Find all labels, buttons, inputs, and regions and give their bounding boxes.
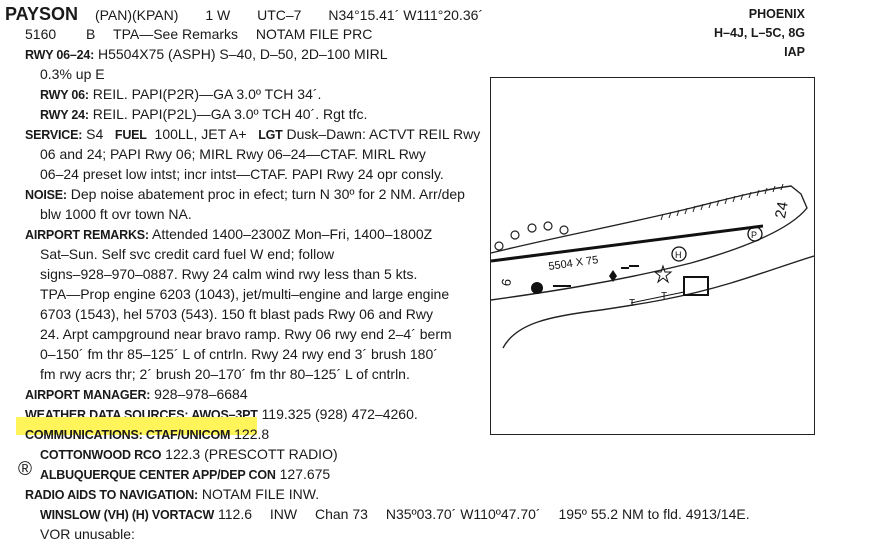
airport-coords: N34°15.41´ W111°20.36´	[328, 7, 484, 23]
remarks-line-2: Sat–Sun. Self svc credit card fuel W end…	[40, 246, 335, 262]
terminal-building	[683, 276, 709, 296]
navaids-line: RADIO AIDS TO NAVIGATION: NOTAM FILE INW…	[25, 484, 319, 505]
comms-label: COMMUNICATIONS: CTAF/UNICOM	[25, 428, 231, 442]
papi-p-label: P	[751, 230, 757, 240]
vor-freq: 112.6	[218, 506, 252, 522]
runway-dims: 5504 X 75	[548, 254, 599, 273]
rwy06-text: REIL. PAPI(P2R)—GA 3.0º TCH 34´.	[92, 86, 322, 102]
chart-refs: H–4J, L–5C, 8G	[713, 26, 805, 40]
vor-line: WINSLOW (VH) (H) VORTACW 112.6 INW Chan …	[40, 504, 750, 525]
airport-name: PAYSON	[5, 4, 79, 24]
iap-label: IAP	[784, 45, 805, 59]
remarks-label: AIRPORT REMARKS:	[25, 228, 149, 242]
rwy06-label: RWY 06:	[40, 88, 89, 102]
notam-file: NOTAM FILE PRC	[255, 26, 373, 42]
field-elevation: 5160	[25, 26, 57, 42]
end-24-label: 24	[772, 200, 792, 219]
airport-diagram: 6 24 P 5504 X 75 H T T	[490, 77, 815, 435]
navaids-label: RADIO AIDS TO NAVIGATION:	[25, 488, 199, 502]
region-label: PHOENIX	[748, 7, 805, 21]
remarks-line-5: 6703 (1543), hel 5703 (543). 150 ft blas…	[40, 306, 434, 322]
airport-diagram-svg: 6 24 P 5504 X 75 H T T	[490, 183, 815, 349]
papi-24-icon	[747, 226, 763, 242]
terrain-hatch	[660, 183, 784, 221]
vor-unusable: VOR unusable:	[40, 526, 135, 542]
service-line-3: 06–24 preset low intst; incr intst—CTAF.…	[40, 166, 444, 182]
remarks-line-7: 0–150´ fm thr 85–125´ L of cntrln. Rwy 2…	[40, 346, 438, 362]
utc-offset: UTC–7	[257, 7, 302, 23]
heliport-label: H	[675, 250, 682, 260]
vor-bearing: 195º 55.2 NM to fld. 4913/14E.	[558, 506, 750, 522]
beacon-icon	[609, 270, 617, 282]
header-line-2: 5160 B TPA—See Remarks NOTAM FILE PRC	[25, 24, 372, 44]
vor-id: INW	[269, 506, 298, 522]
vor-label: WINSLOW (VH) (H) VORTACW	[40, 508, 215, 522]
service-line-2: 06 and 24; PAPI Rwy 06; MIRL Rwy 06–24—C…	[40, 146, 426, 162]
registered-icon: ®	[18, 459, 32, 480]
terrain-lower	[502, 255, 815, 349]
tree-icons	[494, 221, 569, 251]
runway-label: RWY 06–24:	[25, 48, 95, 62]
heliport-icon	[671, 246, 687, 262]
rwy24-label: RWY 24:	[40, 108, 89, 122]
manager-label: AIRPORT MANAGER:	[25, 388, 151, 402]
lgt-text: Dusk–Dawn: ACTVT REIL Rwy	[286, 126, 481, 142]
remarks-line-6: 24. Arpt campground near bravo ramp. Rwy…	[40, 326, 452, 342]
terrain-outline	[490, 185, 808, 301]
service-line: SERVICE: S4 FUEL 100LL, JET A+ LGT Dusk–…	[25, 124, 480, 145]
center-label: ALBUQUERQUE CENTER APP/DEP CON	[40, 468, 276, 482]
fuel-value: 100LL, JET A+	[154, 126, 247, 142]
noise-line-2: blw 1000 ft ovr town NA.	[40, 206, 192, 222]
end-6-label: 6	[498, 277, 514, 287]
rwy06-line: RWY 06: REIL. PAPI(P2R)—GA 3.0º TCH 34´.	[40, 84, 321, 105]
remarks-line-3: signs–928–970–0887. Rwy 24 calm wind rwy…	[40, 266, 418, 282]
center-freq: 127.675	[279, 466, 331, 482]
highlight-mark	[16, 417, 257, 435]
noise-label: NOISE:	[25, 188, 67, 202]
service-label: SERVICE:	[25, 128, 83, 142]
remarks-line-4: TPA—Prop engine 6203 (1043), jet/multi–e…	[40, 286, 450, 302]
remarks-line-8: fm rwy acrs thr; 2´ brush 20–170´ fm thr…	[40, 366, 410, 382]
vor-chan: Chan 73	[315, 506, 368, 522]
rwy24-line: RWY 24: REIL. PAPI(P2L)—GA 3.0º TCH 40´.…	[40, 104, 367, 125]
taxiway	[630, 291, 685, 304]
comms-line: COMMUNICATIONS: CTAF/UNICOM 122.8	[25, 424, 269, 445]
navaids-value: NOTAM FILE INW.	[201, 486, 320, 502]
star-icon	[653, 264, 673, 284]
taxi-label-1: T	[629, 298, 635, 309]
comms-freq: 122.8	[234, 426, 270, 442]
fuel-label: FUEL	[114, 128, 147, 142]
noise-line: NOISE: Dep noise abatement proc in efect…	[25, 184, 465, 205]
weather-value: 119.325 (928) 472–4260.	[261, 406, 418, 422]
runway-lights	[553, 265, 639, 287]
runway-06-24	[490, 224, 764, 263]
runway-line: RWY 06–24: H5504X75 (ASPH) S–40, D–50, 2…	[25, 44, 388, 65]
vor-coords: N35º03.70´ W110º47.70´	[385, 506, 541, 522]
taxi-label-2: T	[661, 291, 667, 302]
manager-line: AIRPORT MANAGER: 928–978–6684	[25, 384, 248, 405]
rco-line: COTTONWOOD RCO 122.3 (PRESCOTT RADIO)	[40, 444, 338, 465]
remarks-text: Attended 1400–2300Z Mon–Fri, 1400–1800Z	[152, 226, 433, 242]
rco-label: COTTONWOOD RCO	[40, 448, 162, 462]
airport-ident: (PAN)(KPAN)	[94, 7, 179, 23]
tpa-note: TPA—See Remarks	[113, 26, 239, 42]
distance: 1 W	[205, 7, 231, 23]
lgt-label: LGT	[258, 128, 283, 142]
manager-phone: 928–978–6684	[154, 386, 248, 402]
beacon: B	[86, 26, 96, 42]
noise-text: Dep noise abatement proc in efect; turn …	[70, 186, 465, 202]
rco-value: 122.3 (PRESCOTT RADIO)	[165, 446, 338, 462]
airport-header: PAYSON (PAN)(KPAN) 1 W UTC–7 N34°15.41´ …	[5, 4, 483, 26]
runway-gradient: 0.3% up E	[40, 66, 105, 82]
papi-6-icon	[531, 282, 543, 294]
center-line: ALBUQUERQUE CENTER APP/DEP CON 127.675	[40, 464, 330, 485]
service-s: S4	[86, 126, 104, 142]
remarks-line: AIRPORT REMARKS: Attended 1400–2300Z Mon…	[25, 224, 432, 245]
runway-text: H5504X75 (ASPH) S–40, D–50, 2D–100 MIRL	[98, 46, 388, 62]
rwy24-text: REIL. PAPI(P2L)—GA 3.0º TCH 40´. Rgt tfc…	[92, 106, 368, 122]
